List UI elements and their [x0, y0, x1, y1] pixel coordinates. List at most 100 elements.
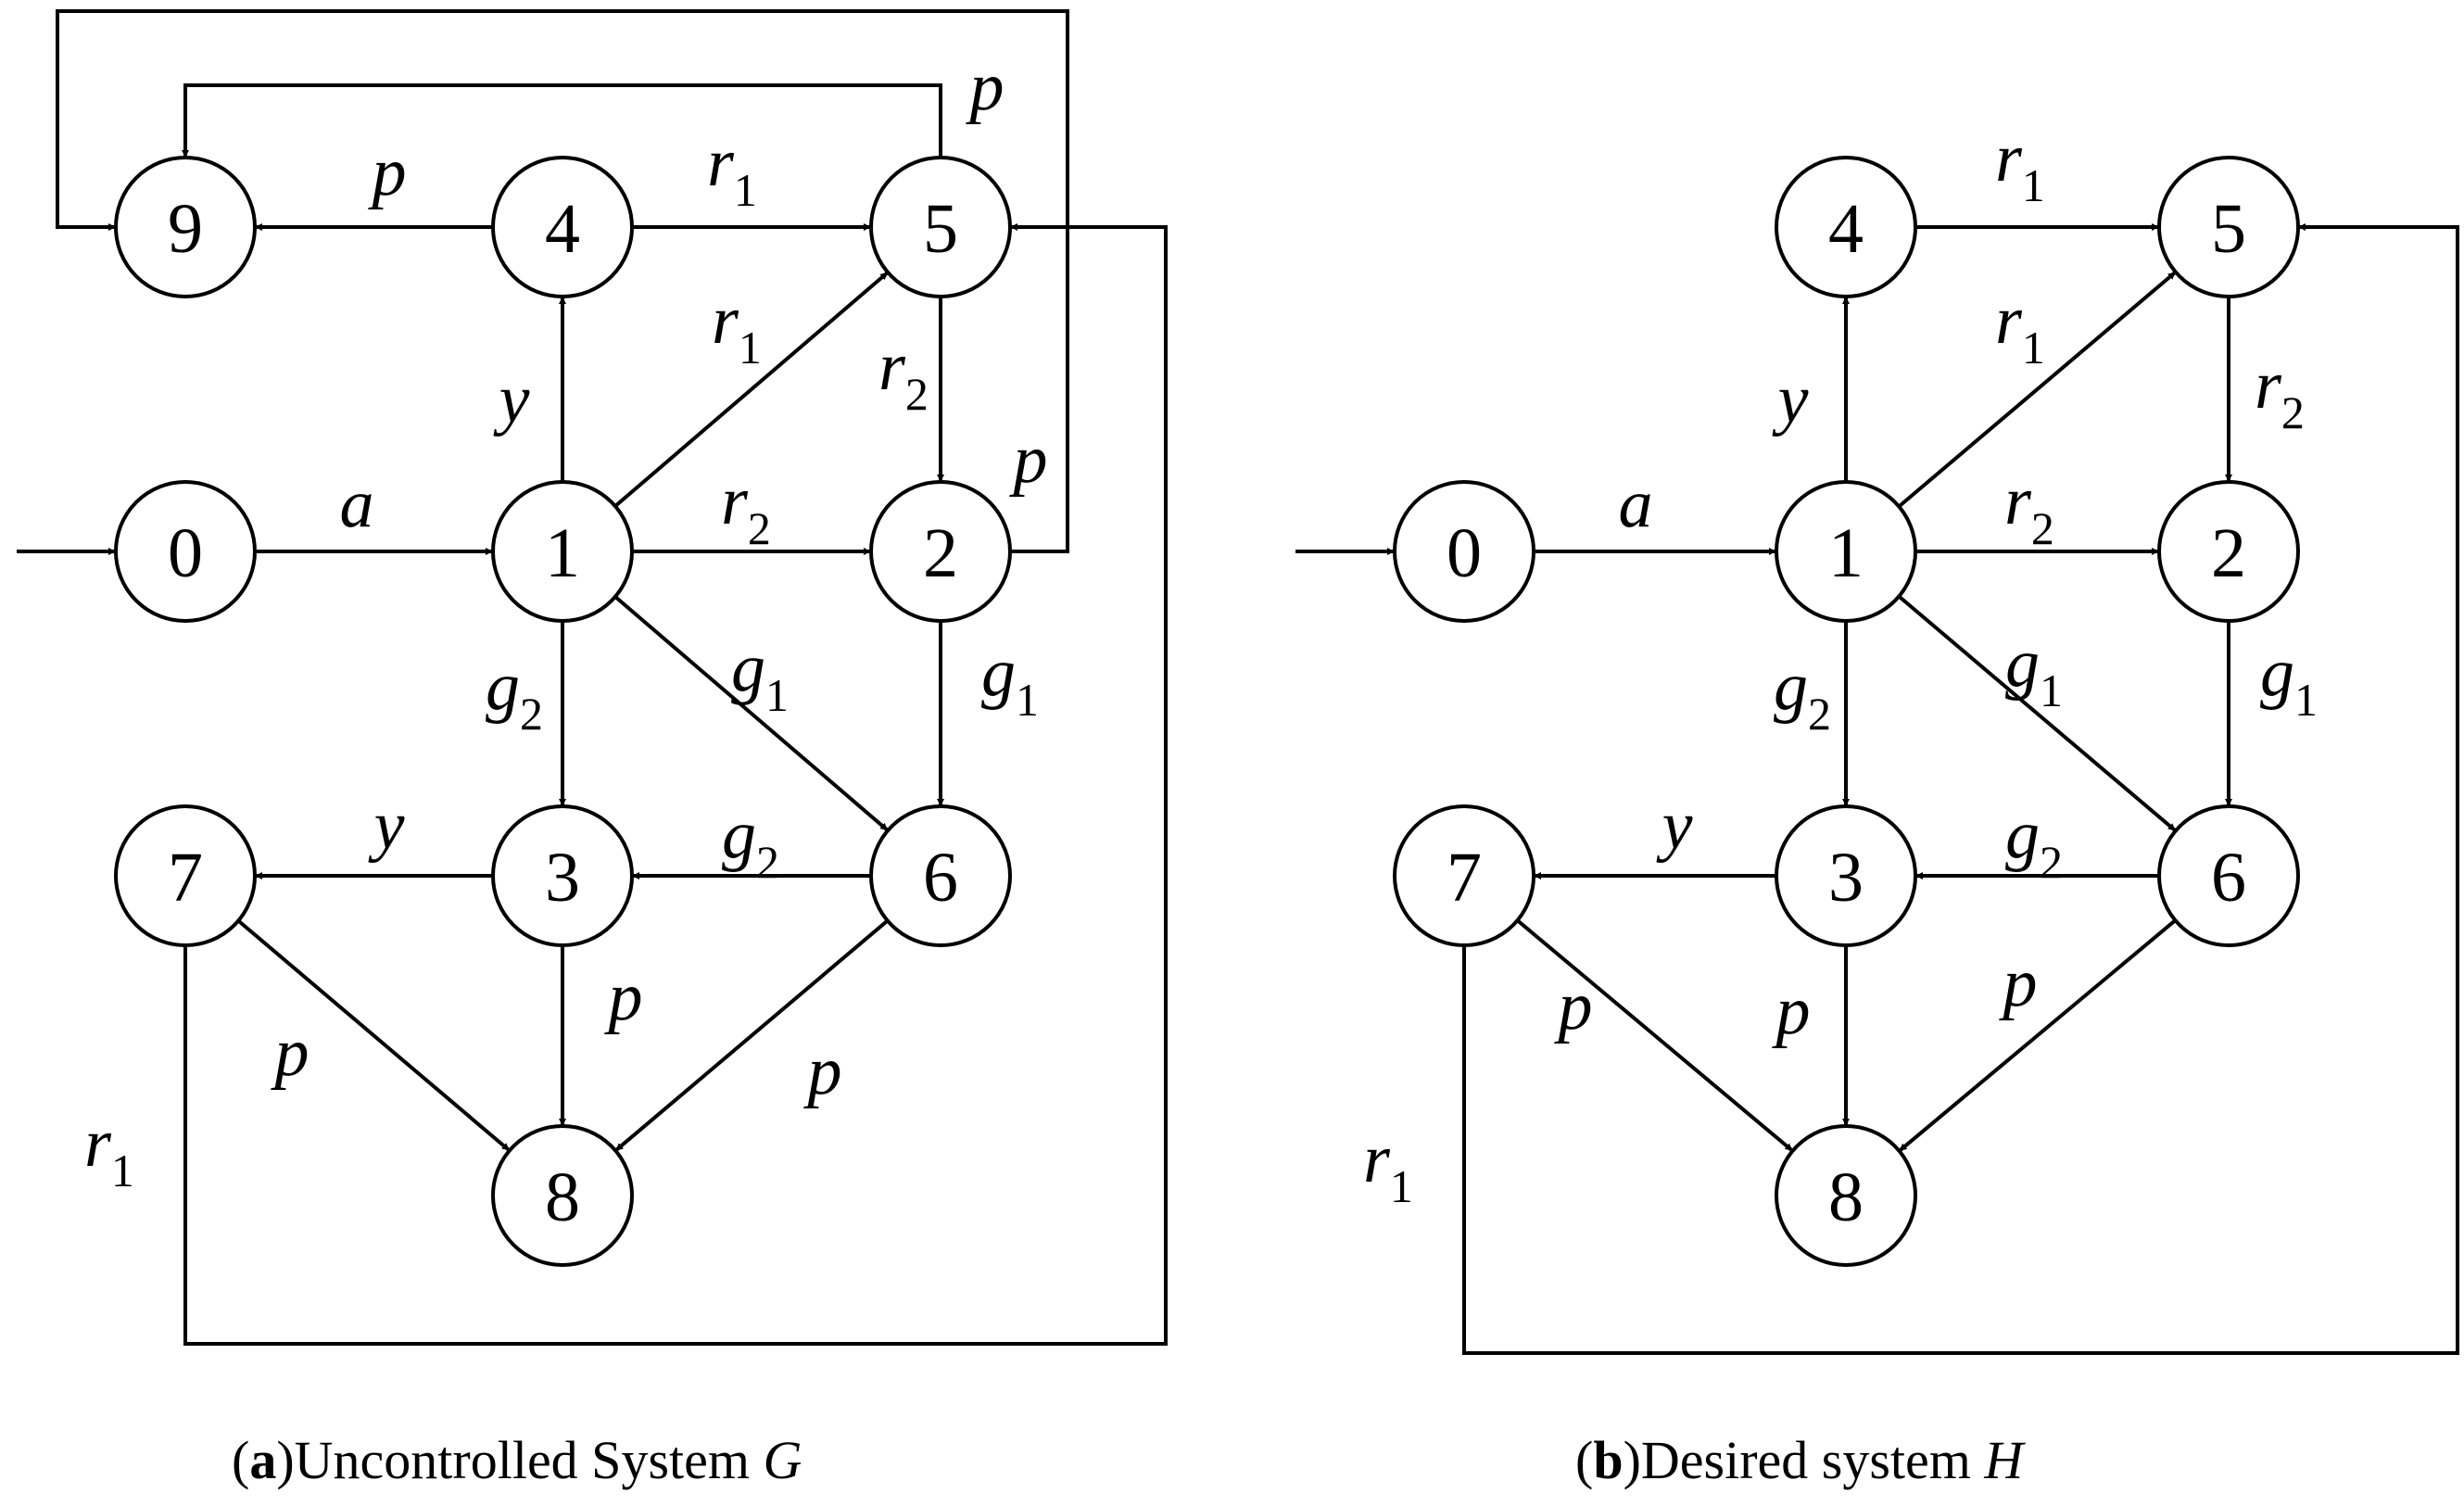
- panel-b-state-6-label: 6: [2211, 839, 2246, 917]
- panel-a-edge-3-to-8-label: p: [604, 959, 643, 1035]
- panel-b-edge-1-to-2-label: r2: [2004, 463, 2054, 554]
- panel-b-edge-1-to-6: [1897, 594, 2178, 833]
- panel-a-state-0-label: 0: [168, 514, 203, 592]
- panel-a-state-3-label: 3: [545, 839, 580, 917]
- panel-a-state-8-label: 8: [545, 1158, 580, 1236]
- panel-b-state-0-label: 0: [1447, 514, 1482, 592]
- panel-a-state-0-circle: [114, 480, 257, 623]
- panel-a-state-7-label: 7: [168, 839, 203, 917]
- panel-a-edge-1-to-6-label: g1: [731, 630, 789, 721]
- panel-a-state-1-circle: [491, 480, 634, 623]
- panel-b-state-0: 0: [1393, 480, 1535, 623]
- panel-a-state-9-label: 9: [168, 190, 203, 268]
- panel-a-edge-1-to-4-label: y: [493, 361, 530, 437]
- panel-a-edge-3-to-7-label: y: [368, 788, 405, 864]
- panel-a-edge-1-to-2-label: r2: [721, 463, 771, 554]
- panel-a-state-2: 2: [869, 480, 1012, 623]
- panel-b-state-7-label: 7: [1447, 839, 1482, 917]
- panel-b-state-0-circle: [1393, 480, 1535, 623]
- panel-b-state-5-circle: [2157, 156, 2300, 298]
- panel-b-edge-1-to-5-label: r1: [1995, 283, 2045, 373]
- panel-a-state-9-circle: [114, 156, 257, 298]
- panel-b-state-5: 5: [2157, 156, 2300, 298]
- panel-b-state-4-label: 4: [1828, 190, 1864, 268]
- panel-a-edge-4-to-5-label: r1: [707, 125, 757, 216]
- panel-b-edge-0-to-1-label: a: [1619, 466, 1653, 542]
- panel-b-state-5-label: 5: [2211, 190, 2246, 268]
- panel-a-state-6: 6: [869, 804, 1012, 947]
- panel-b-edge-1-to-5: [1897, 270, 2178, 509]
- panel-b-state-4: 4: [1775, 156, 1917, 298]
- panel-a-edge-6-to-8-label: p: [803, 1033, 842, 1109]
- panel-a-edge-5-to-9: [182, 83, 942, 158]
- panel-a-state-5: 5: [869, 156, 1012, 298]
- panel-b-edge-1-to-3-label: g2: [1774, 649, 1831, 740]
- panel-a-edge-7-to-8: [236, 918, 512, 1153]
- panel-a-state-7: 7: [114, 804, 257, 947]
- panel-b-state-3: 3: [1775, 804, 1917, 947]
- panel-b-state-3-label: 3: [1828, 839, 1864, 917]
- panel-b-edge-7-to-8-label: p: [1554, 968, 1593, 1044]
- panel-a-state-9: 9: [114, 156, 257, 298]
- panel-b-state-3-circle: [1775, 804, 1917, 947]
- panel-b-edge-3-to-8-label: p: [1772, 973, 1811, 1049]
- panel-a-state-8-circle: [491, 1124, 634, 1267]
- panel-b-state-4-circle: [1775, 156, 1917, 298]
- panel-b-edge-6-to-8-label: p: [1999, 945, 2038, 1021]
- panel-a-state-4-circle: [491, 156, 634, 298]
- panel-a-state-1-label: 1: [545, 514, 580, 592]
- panel-a-edge-1-to-3-label: g2: [486, 649, 543, 740]
- panel-a-edge-1-to-5-label: r1: [712, 283, 762, 373]
- panel-b-edge-5-to-2-label: r2: [2255, 348, 2305, 438]
- panel-b-state-6: 6: [2157, 804, 2300, 947]
- panel-a-state-1: 1: [491, 480, 634, 623]
- panel-a-edge-6-to-8: [613, 918, 890, 1153]
- panel-b-edge-4-to-5-label: r1: [1995, 120, 2045, 211]
- panel-b-edge-3-to-7-label: y: [1656, 788, 1693, 864]
- panel-a-edge-7-to-8-label: p: [271, 1015, 310, 1091]
- panel-b-state-7-circle: [1393, 804, 1535, 947]
- panel-a-edge-2-to-9-label: p: [1009, 422, 1048, 498]
- panel-b-state-2: 2: [2157, 480, 2300, 623]
- panel-a-state-4: 4: [491, 156, 634, 298]
- panel-a-edge-0-to-1-label: a: [340, 466, 374, 542]
- panel-a-edge-6-to-3-label: g2: [722, 797, 779, 888]
- panel-b-state-2-label: 2: [2211, 514, 2246, 592]
- panel-b-edge-7-to-8: [1516, 918, 1794, 1153]
- panel-a-state-3-circle: [491, 804, 634, 947]
- panel-b-state-1: 1: [1775, 480, 1917, 623]
- panel-b-state-1-label: 1: [1828, 514, 1864, 592]
- panel-b-edge-6-to-8: [1898, 918, 2177, 1153]
- panel-b-edge-1-to-6-label: g1: [2005, 626, 2063, 716]
- panel-a-caption: (a)Uncontrolled System G: [232, 1430, 802, 1490]
- panel-a-state-2-circle: [869, 480, 1012, 623]
- panel-b-state-8-label: 8: [1828, 1158, 1864, 1236]
- panel-a-edge-1-to-5: [613, 271, 890, 508]
- panel-a-state-6-circle: [869, 804, 1012, 947]
- panel-b-state-8: 8: [1775, 1124, 1917, 1267]
- panel-b-caption: (b)Desired system H: [1575, 1430, 2026, 1490]
- panel-a-state-0: 0: [114, 480, 257, 623]
- panel-b-state-6-circle: [2157, 804, 2300, 947]
- panel-a-state-6-label: 6: [923, 839, 958, 917]
- panel-b-edge-7-to-5: [1462, 223, 2459, 1355]
- panel-a-edge-5-to-9-label: p: [966, 49, 1005, 125]
- panel-b-state-7: 7: [1393, 804, 1535, 947]
- panel-b-state-1-circle: [1775, 480, 1917, 623]
- panel-b-edge-7-to-5-label: r1: [1363, 1121, 1413, 1212]
- panel-a-edge-2-to-9: [56, 9, 1069, 553]
- panel-b-edge-1-to-4-label: y: [1772, 361, 1809, 437]
- panel-a-edge-1-to-6: [613, 595, 890, 832]
- panel-a-edge-2-to-6-label: g1: [981, 635, 1039, 726]
- panel-a-state-8: 8: [491, 1124, 634, 1267]
- panel-a-state-5-label: 5: [923, 190, 958, 268]
- panel-a-state-5-circle: [869, 156, 1012, 298]
- panel-a-edge-5-to-2-label: r2: [878, 329, 929, 420]
- panel-a-state-4-label: 4: [545, 190, 580, 268]
- panel-b-edge-2-to-6-label: g1: [2260, 635, 2318, 726]
- panel-a-state-2-label: 2: [923, 514, 958, 592]
